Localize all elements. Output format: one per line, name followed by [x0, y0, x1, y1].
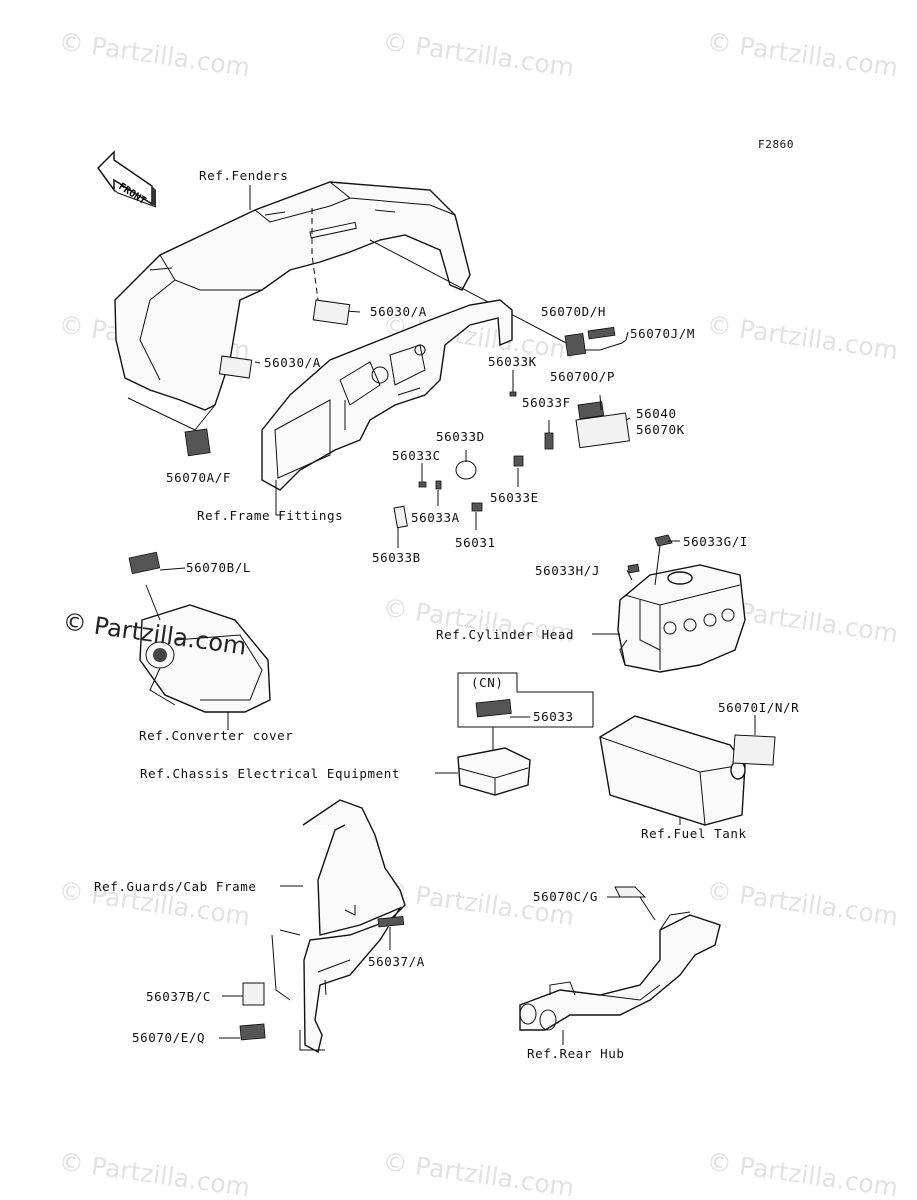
figure-code: F2860	[758, 138, 795, 151]
ref-cylinder-head[interactable]: Ref.Cylinder Head	[436, 627, 575, 642]
frame-fittings-panel	[261, 299, 513, 491]
decal-56030a-top	[312, 299, 351, 326]
decal-56033g-i	[654, 534, 673, 547]
decal-56033h-j	[627, 563, 640, 574]
part-56070i-n-r[interactable]: 56070I/N/R	[718, 700, 800, 715]
front-arrow-icon: FRONT	[97, 150, 157, 208]
part-56037b-c[interactable]: 56037B/C	[146, 989, 212, 1004]
decal-56031	[471, 502, 483, 512]
chassis-electrical-box	[457, 747, 531, 796]
part-56033g-i[interactable]: 56033G/I	[683, 534, 749, 549]
ref-guards-cab-frame[interactable]: Ref.Guards/Cab Frame	[94, 879, 257, 894]
part-56033h-j[interactable]: 56033H/J	[535, 563, 601, 578]
decal-56033e	[513, 455, 524, 467]
cn-label: (CN)	[471, 675, 504, 690]
decal-56070b-l	[128, 551, 161, 575]
decal-56033k	[509, 391, 517, 397]
decal-56037-a	[377, 915, 405, 928]
part-56033f[interactable]: 56033F	[522, 395, 571, 410]
decal-56070j-m	[587, 326, 616, 340]
decal-56037b-c	[242, 982, 265, 1006]
ref-converter-cover[interactable]: Ref.Converter cover	[139, 728, 294, 743]
ref-frame-fittings[interactable]: Ref.Frame Fittings	[197, 508, 344, 523]
part-56030-a-mid[interactable]: 56030/A	[264, 355, 321, 370]
decal-56033b	[393, 505, 408, 529]
guards-cab-frame	[271, 799, 406, 1054]
decal-56033c	[418, 481, 427, 488]
fender-assembly	[114, 181, 471, 411]
decal-56070o-p	[577, 401, 605, 420]
decal-56070a-f	[184, 428, 211, 457]
part-56033d[interactable]: 56033D	[436, 429, 485, 444]
part-56033a[interactable]: 56033A	[411, 510, 460, 525]
cn-callout-box	[457, 672, 594, 728]
part-56070o-p[interactable]: 56070O/P	[550, 369, 616, 384]
ref-fuel-tank[interactable]: Ref.Fuel Tank	[641, 826, 747, 841]
rear-hub	[519, 911, 721, 1031]
decal-56070c-g	[614, 886, 647, 898]
decal-56033a	[435, 480, 442, 490]
part-56040[interactable]: 56040	[636, 406, 677, 421]
decal-56070d-h	[564, 333, 587, 357]
part-56033e[interactable]: 56033E	[490, 490, 539, 505]
converter-cover	[139, 604, 271, 713]
decal-56070i-n-r	[732, 734, 776, 766]
decal-56070-e-q	[239, 1023, 266, 1041]
part-56033c[interactable]: 56033C	[392, 448, 441, 463]
part-56070k[interactable]: 56070K	[636, 422, 685, 437]
decal-56033f	[544, 432, 554, 450]
part-56030-a-top[interactable]: 56030/A	[370, 304, 427, 319]
cylinder-head	[617, 564, 746, 673]
decal-56040-56070k	[575, 412, 630, 449]
part-56033[interactable]: 56033	[533, 709, 574, 724]
decal-56030a-mid	[218, 355, 253, 379]
ref-rear-hub[interactable]: Ref.Rear Hub	[527, 1046, 625, 1061]
part-56070-e-q[interactable]: 56070/E/Q	[132, 1030, 206, 1045]
ref-fenders[interactable]: Ref.Fenders	[199, 168, 289, 183]
part-56070d-h[interactable]: 56070D/H	[541, 304, 607, 319]
ref-chassis-electrical[interactable]: Ref.Chassis Electrical Equipment	[140, 766, 401, 781]
part-56070j-m[interactable]: 56070J/M	[630, 326, 696, 341]
part-56070a-f[interactable]: 56070A/F	[166, 470, 232, 485]
part-56033k[interactable]: 56033K	[488, 354, 537, 369]
part-56031[interactable]: 56031	[455, 535, 496, 550]
decal-56033d	[455, 460, 477, 480]
part-56070c-g[interactable]: 56070C/G	[533, 889, 599, 904]
decal-56033-cn	[475, 699, 512, 718]
fuel-tank	[599, 715, 746, 826]
part-56033b[interactable]: 56033B	[372, 550, 421, 565]
part-56037-a[interactable]: 56037/A	[368, 954, 425, 969]
part-56070b-l[interactable]: 56070B/L	[186, 560, 252, 575]
